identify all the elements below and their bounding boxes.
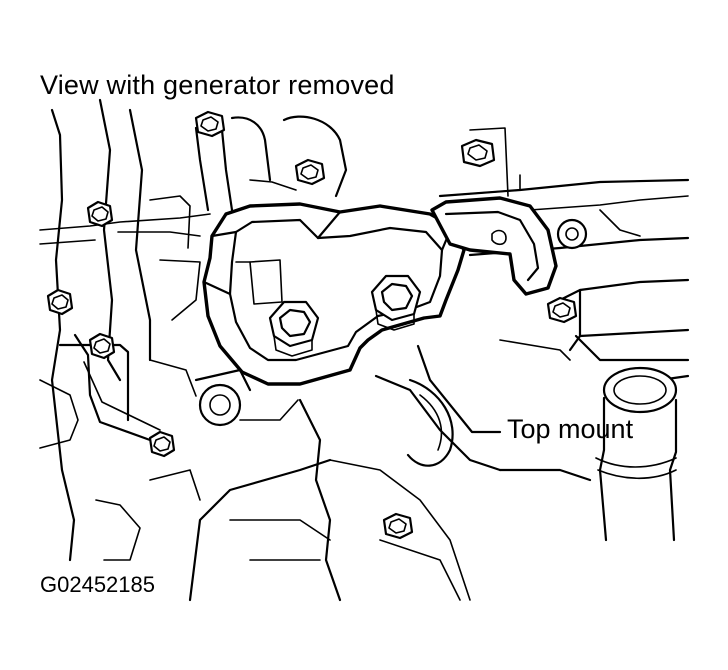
hex-bolt-left-mid [46, 288, 74, 316]
right-cylinder-head [438, 127, 690, 382]
bracket-extension-tab [430, 196, 558, 296]
mount-boss-right [556, 218, 588, 250]
hex-bolt-lower-left [148, 430, 176, 458]
callout-leader-line [416, 344, 502, 434]
hex-bolt-center-top [294, 158, 326, 186]
lower-engine-block [188, 374, 592, 602]
mount-boss-left [194, 368, 299, 427]
diagram-caption: View with generator removed [40, 70, 395, 100]
coolant-pipe [595, 366, 678, 542]
bracket-bolt-right [370, 274, 422, 331]
upper-stud-cluster [194, 115, 348, 212]
hex-bolt-left-upper [86, 200, 114, 228]
hex-bolt-top-stud [194, 110, 226, 138]
figure-id: G02452185 [40, 572, 155, 597]
hex-bolt-right-top [460, 138, 496, 168]
bracket-bolt-left [268, 300, 320, 357]
hex-bolt-bottom [382, 512, 414, 540]
left-engine-housing [39, 98, 211, 562]
hex-bolt-left-low [88, 332, 116, 360]
top-mount-bracket [202, 202, 466, 386]
top-mount-label: Top mount [507, 414, 634, 444]
hex-bolt-right-rail [546, 296, 578, 324]
